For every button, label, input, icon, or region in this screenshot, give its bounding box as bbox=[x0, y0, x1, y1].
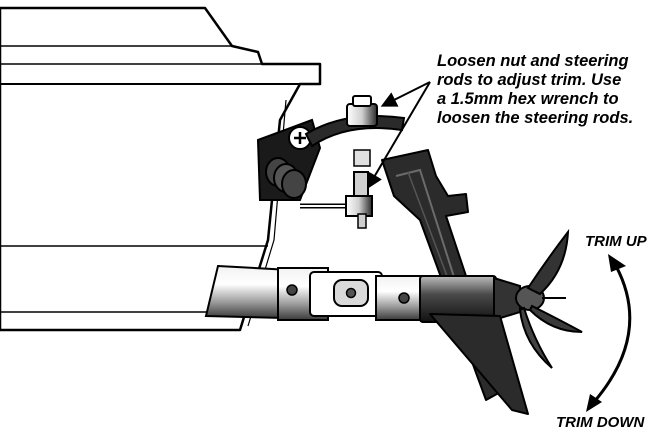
coupler bbox=[309, 271, 427, 321]
rudder-fin bbox=[429, 313, 529, 415]
callout-line-4: loosen the steering rods. bbox=[437, 109, 634, 127]
trim-nut bbox=[346, 95, 378, 127]
instruction-callout: Loosen nut and steering rods to adjust t… bbox=[437, 52, 665, 128]
boat-hull bbox=[0, 6, 322, 332]
trim-down-label: TRIM DOWN bbox=[556, 414, 645, 431]
propeller bbox=[515, 228, 583, 369]
steering-arm bbox=[304, 115, 406, 148]
callout-line-3: a 1.5mm hex wrench to bbox=[437, 90, 619, 108]
trim-up-label: TRIM UP bbox=[585, 233, 647, 250]
callout-arrows bbox=[366, 81, 431, 190]
callout-line-1: Loosen nut and steering bbox=[437, 52, 629, 70]
callout-line-2: rods to adjust trim. Use bbox=[437, 71, 622, 89]
trim-arc-arrow bbox=[586, 254, 632, 412]
drive-tube bbox=[419, 275, 521, 323]
steering-rod bbox=[300, 149, 373, 229]
spring-coil bbox=[265, 157, 307, 199]
